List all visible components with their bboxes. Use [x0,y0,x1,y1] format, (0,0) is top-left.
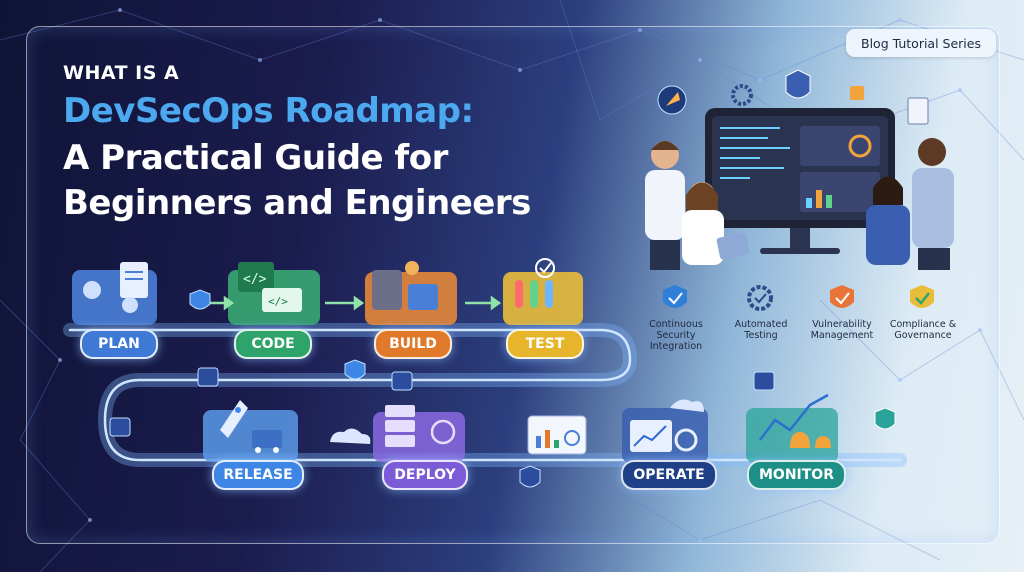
floating-icons [657,69,929,125]
feature-label-vulnerability-management: Vulnerability Management [810,319,874,341]
release-icon [203,400,298,462]
stage-label: MONITOR [759,467,834,483]
team-illustration [645,108,954,270]
stage-label: BUILD [389,336,437,352]
stage-label: DEPLOY [394,467,456,483]
shield-check-icon [663,285,687,308]
feature-label-automated-testing: Automated Testing [734,319,788,341]
svg-text:</>: </> [268,295,288,308]
build-icon [365,261,457,325]
deploy-icon [373,405,465,462]
stage-label: OPERATE [633,467,705,483]
document-icon [907,97,929,125]
title-line-3: Beginners and Engineers [63,183,531,223]
feature-label-security-integration: Continuous Security Integration [649,319,703,352]
stage-label: TEST [525,336,565,352]
lock-icon [753,371,775,391]
stage-monitor: MONITOR [747,460,846,490]
shield-check-icon [910,285,934,308]
feature-icons [663,285,934,311]
shield-icon [344,359,366,380]
shield-icon [874,407,896,430]
stage-label: PLAN [98,336,140,352]
stage-deploy: DEPLOY [382,460,468,490]
lock-icon [391,371,413,391]
test-icon [503,258,583,325]
pipeline-track [63,323,907,467]
person-2 [682,182,750,265]
shield-icon [519,465,541,488]
title-line-2: A Practical Guide for [63,138,448,178]
stage-build: BUILD [374,329,452,359]
gear-check-icon [747,285,773,311]
plan-icon [72,262,157,325]
rocket-icon [657,85,687,115]
stage-operate: OPERATE [621,460,717,490]
person-4 [912,138,954,270]
shield-icon [189,289,211,310]
title-highlight: DevSecOps Roadmap: [63,91,474,131]
feature-label-compliance-governance: Compliance & Governance [889,319,957,341]
shield-lock-icon [785,69,811,99]
person-1 [645,141,685,270]
cloud-icon [330,428,371,444]
code-icon: </> </> [228,262,320,325]
series-badge: Blog Tutorial Series [846,29,996,57]
stage-plan: PLAN [80,329,158,359]
person-3 [866,176,910,265]
title-kicker: WHAT IS A [63,62,180,84]
stage-code: CODE [234,329,312,359]
lock-icon [850,86,864,100]
lock-icon [109,417,131,437]
stage-label: CODE [251,336,295,352]
lock-icon [197,367,219,387]
content-frame [26,26,1000,544]
gear-icon [731,84,753,106]
security-markers [109,289,896,488]
stage-release: RELEASE [212,460,304,490]
stage-label: RELEASE [223,467,293,483]
shield-warning-icon [830,285,854,308]
monitor-icon [746,393,838,463]
dashboard-icon [527,415,587,455]
svg-text:</>: </> [243,272,267,287]
stage-test: TEST [506,329,584,359]
operate-icon [622,399,708,463]
